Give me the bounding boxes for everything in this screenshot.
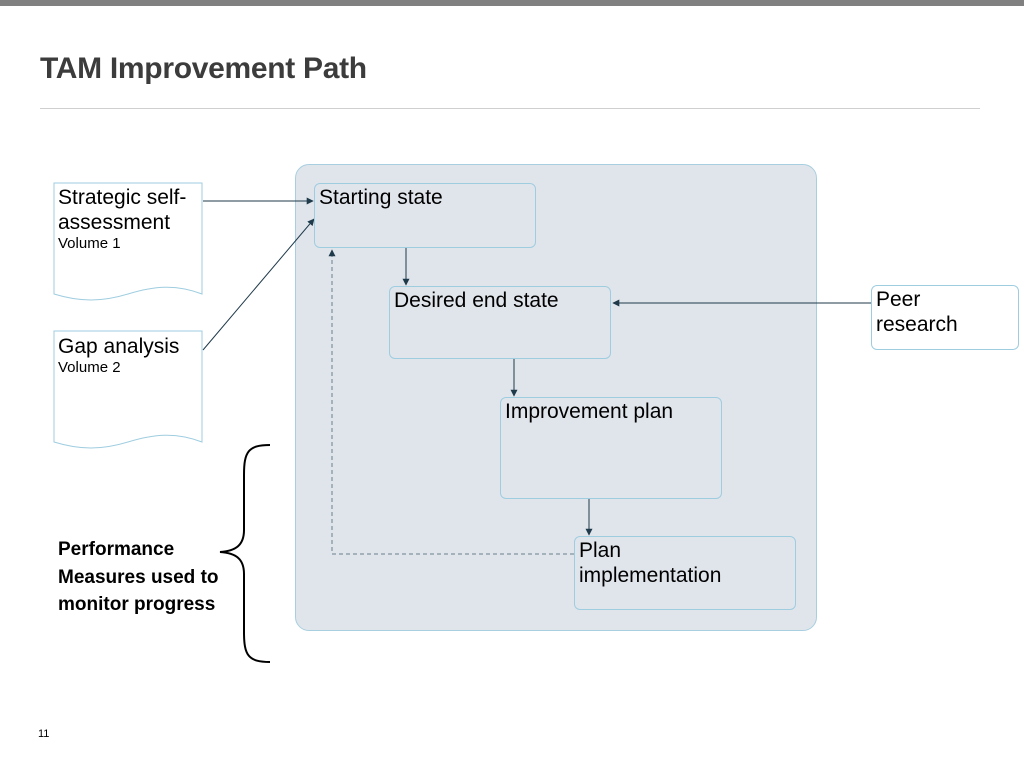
step-desired-end-state-label: Desired end state — [394, 289, 559, 312]
strategic-document-label: Strategic self-assessment — [58, 186, 187, 234]
gap-document-volume: Volume 2 — [58, 359, 121, 376]
step-starting-state: Starting state — [314, 183, 536, 248]
peer-research-box: Peer research — [871, 285, 1019, 350]
step-plan-implementation-label: Plan implementation — [579, 539, 722, 587]
step-desired-end-state: Desired end state — [389, 286, 611, 359]
curly-brace — [219, 444, 271, 663]
page-number: 11 — [38, 728, 50, 740]
step-starting-state-label: Starting state — [319, 186, 443, 209]
strategic-document-volume: Volume 1 — [58, 235, 121, 252]
slide-title: TAM Improvement Path — [40, 52, 367, 85]
feedback-loop-dashed — [328, 249, 574, 555]
gap-document: Gap analysis Volume 2 — [58, 334, 198, 377]
peer-research-label: Peer research — [876, 288, 958, 336]
strategic-document: Strategic self-assessment Volume 1 — [58, 185, 198, 253]
top-bar — [0, 0, 1024, 6]
document-shape-gap — [53, 330, 203, 449]
gap-document-label: Gap analysis — [58, 335, 180, 358]
step-improvement-plan-label: Improvement plan — [505, 400, 674, 423]
performance-measures-label: Performance Measures used to monitor pro… — [58, 539, 219, 615]
step-improvement-plan: Improvement plan — [500, 397, 722, 499]
step-plan-implementation: Plan implementation — [574, 536, 796, 610]
arrow-gap-to-starting — [202, 218, 315, 351]
document-shape-strategic — [53, 182, 203, 301]
title-divider — [40, 108, 980, 109]
